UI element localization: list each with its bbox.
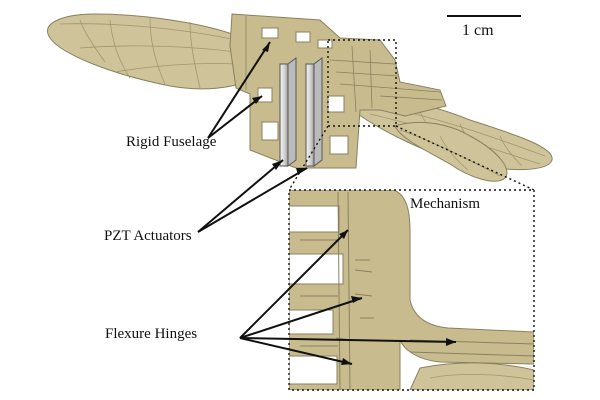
detail-box — [327, 39, 397, 127]
fuselage-cutouts — [257, 27, 349, 155]
left-wing — [47, 13, 251, 90]
mechanism-label: Mechanism — [410, 196, 480, 212]
inset-grooves — [300, 191, 534, 390]
rigid-fuselage-label: Rigid Fuselage — [126, 134, 217, 150]
connector-right — [395, 125, 535, 191]
callout-arrows — [197, 41, 457, 365]
arrow-heads — [252, 42, 456, 365]
left-wing-veins — [59, 17, 239, 89]
mechanism-inset — [289, 190, 534, 390]
inset-wing-fragment — [409, 362, 534, 390]
pzt-actuators-label: PZT Actuators — [104, 228, 192, 244]
pzt-actuators — [279, 57, 323, 167]
flexure-hinges-label: Flexure Hinges — [105, 326, 198, 342]
inset-slots — [289, 205, 344, 385]
scale-label: 1 cm — [462, 22, 494, 39]
